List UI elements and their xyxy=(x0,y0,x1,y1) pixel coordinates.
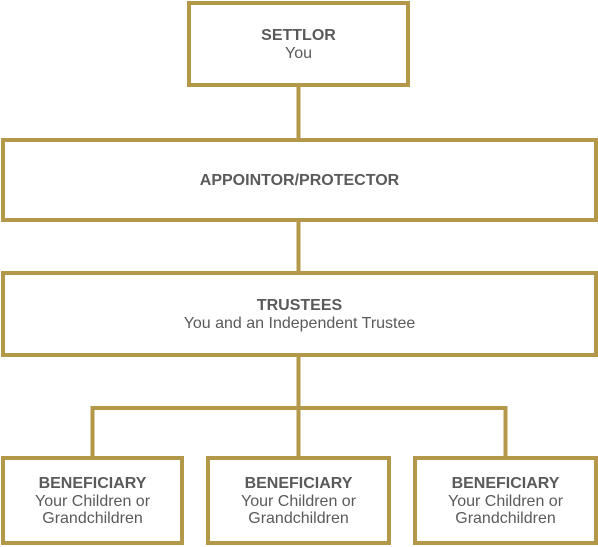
settlor-box: SETTLOR You xyxy=(187,1,410,87)
trustees-subtitle: You and an Independent Trustee xyxy=(183,315,416,332)
beneficiary-title: BENEFICIARY xyxy=(451,475,560,492)
beneficiary-title: BENEFICIARY xyxy=(38,475,147,492)
settlor-title: SETTLOR xyxy=(261,27,336,44)
appointor-protector-box: APPOINTOR/PROTECTOR xyxy=(1,138,598,222)
beneficiary-box: BENEFICIARY Your Children or Grandchildr… xyxy=(1,456,184,545)
beneficiary-box: BENEFICIARY Your Children or Grandchildr… xyxy=(413,456,598,545)
trustees-title: TRUSTEES xyxy=(256,297,343,314)
beneficiary-box: BENEFICIARY Your Children or Grandchildr… xyxy=(206,456,391,545)
trustees-box: TRUSTEES You and an Independent Trustee xyxy=(1,271,598,357)
beneficiary-subtitle: Your Children or Grandchildren xyxy=(240,493,357,527)
appointor-protector-title: APPOINTOR/PROTECTOR xyxy=(199,171,400,189)
beneficiary-subtitle: Your Children or Grandchildren xyxy=(447,493,564,527)
beneficiary-subtitle: Your Children or Grandchildren xyxy=(34,493,151,527)
settlor-subtitle: You xyxy=(285,45,312,62)
beneficiary-title: BENEFICIARY xyxy=(244,475,353,492)
